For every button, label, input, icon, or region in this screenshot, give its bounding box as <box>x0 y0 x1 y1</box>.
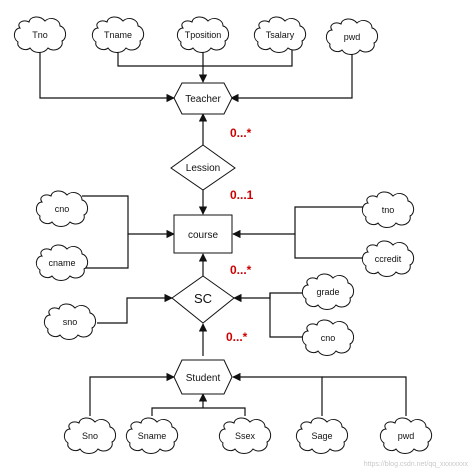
entity-course-shape <box>173 214 233 254</box>
relationship-sc-label: SC <box>194 291 212 306</box>
edge-teacher-top-bus <box>117 46 293 67</box>
edge-cno-sc <box>269 293 304 338</box>
cardinality-sc-student: 0...* <box>226 330 248 344</box>
attr-student-pwd: pwd <box>379 417 433 454</box>
edge-cno-course <box>82 195 175 239</box>
edge-tno-teacher <box>39 46 175 103</box>
attr-tname-label: Tname <box>104 30 132 40</box>
attr-sage: Sage <box>295 417 349 454</box>
cardinality-teacher-lession: 0...* <box>230 126 252 140</box>
attr-sc-cno-label: cno <box>321 333 336 343</box>
relationship-lession-shape <box>170 144 236 191</box>
attr-course-tno-label: tno <box>382 205 395 215</box>
cardinality-course-sc: 0...* <box>230 263 252 277</box>
entity-course: course <box>173 214 233 254</box>
attr-grade-label: grade <box>316 287 339 297</box>
entity-course-label: course <box>188 230 218 241</box>
edge-grade-sc <box>233 292 304 303</box>
cardinality-lession-course: 0...1 <box>230 188 254 202</box>
edge-pwd-teacher <box>230 46 353 103</box>
edge-tno-course <box>232 206 363 239</box>
entity-student: Student <box>173 359 233 395</box>
attr-tname: Tname <box>91 16 145 53</box>
edge-ccredit-course <box>294 234 363 259</box>
attr-tposition: Tposition <box>176 16 230 53</box>
attr-ccredit: ccredit <box>361 240 415 277</box>
entity-student-label: Student <box>186 373 221 384</box>
attr-student-pwd-label: pwd <box>398 431 415 441</box>
attr-tno-label: Tno <box>32 30 48 40</box>
attr-sno: Sno <box>63 417 117 454</box>
attr-tno: Tno <box>13 16 67 53</box>
attr-grade: grade <box>301 273 355 310</box>
attr-ccredit-label: ccredit <box>375 254 402 264</box>
edge-pwd-student <box>322 376 407 416</box>
edge-cname-course <box>82 234 129 269</box>
attr-ssex-label: Ssex <box>235 431 256 441</box>
attr-tposition-label: Tposition <box>185 30 222 40</box>
watermark: https://blog.csdn.net/qq_xxxxxxxx <box>364 461 469 468</box>
relationship-sc: SC <box>171 275 235 324</box>
attr-ssex: Ssex <box>218 417 272 454</box>
relationship-lession: Lession <box>170 144 236 191</box>
attr-sc-sno-label: sno <box>63 317 78 327</box>
attr-course-cno: cno <box>35 190 89 227</box>
relationship-sc-shape <box>171 275 235 324</box>
attr-cname-label: cname <box>48 258 75 268</box>
attr-sno-label: Sno <box>82 431 98 441</box>
attr-sage-label: Sage <box>311 431 332 441</box>
attr-course-cno-label: cno <box>55 204 70 214</box>
relationship-lession-label: Lession <box>186 163 220 174</box>
entity-teacher-shape <box>173 82 233 115</box>
attr-teacher-pwd: pwd <box>325 18 379 55</box>
edge-sage-student <box>232 372 323 416</box>
attr-sc-cno: cno <box>301 319 355 356</box>
attr-sc-sno: sno <box>43 303 97 340</box>
attr-teacher-pwd-label: pwd <box>344 32 361 42</box>
attr-sname-label: Sname <box>138 431 167 441</box>
attr-sname: Sname <box>125 417 179 454</box>
entity-teacher: Teacher <box>173 82 233 115</box>
attr-cname: cname <box>35 244 89 281</box>
entity-teacher-label: Teacher <box>185 94 221 105</box>
entity-student-shape <box>173 359 233 395</box>
edge-sno-student <box>89 372 175 416</box>
edge-student-bottom-bus <box>151 407 246 416</box>
attr-tsalary: Tsalary <box>253 16 307 53</box>
edge-sno-sc <box>97 293 173 324</box>
attr-tsalary-label: Tsalary <box>266 30 295 40</box>
attr-course-tno: tno <box>361 191 415 228</box>
